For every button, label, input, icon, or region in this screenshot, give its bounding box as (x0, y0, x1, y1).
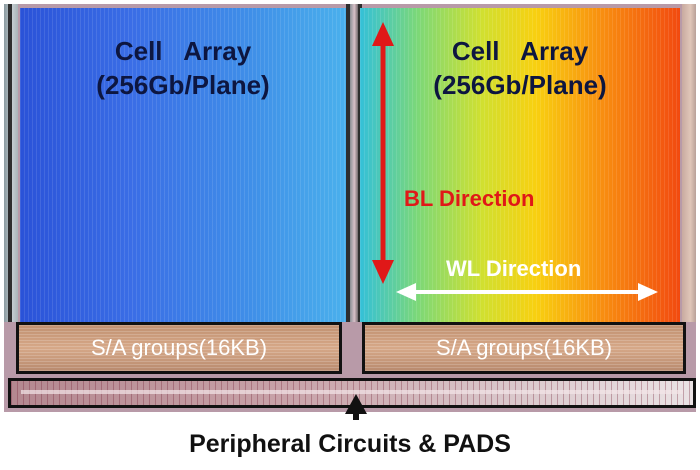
die-photo: Cell Array (256Gb/Plane) Cell Array (256… (4, 4, 696, 412)
bl-direction-label: BL Direction (404, 186, 535, 211)
cell-array-plane-right: Cell Array (256Gb/Plane) (360, 8, 680, 322)
plane-right-title: Cell Array (451, 36, 589, 66)
left-plane-edge-line (8, 4, 12, 322)
caption-pointer-arrow (345, 394, 367, 420)
plane-right-capacity: (256Gb/Plane) (433, 70, 607, 100)
plane-left-capacity: (256Gb/Plane) (96, 70, 270, 100)
peripheral-trace (21, 390, 683, 394)
divider-line-left (346, 4, 350, 322)
sa-group-right: S/A groups(16KB) (362, 322, 686, 374)
cell-array-plane-left: Cell Array (256Gb/Plane) (20, 8, 346, 322)
plane-left-title: Cell Array (114, 36, 252, 66)
sa-group-left: S/A groups(16KB) (16, 322, 342, 374)
bl-direction-arrow (372, 22, 394, 284)
sa-group-right-label: S/A groups(16KB) (435, 335, 613, 360)
wl-direction-label: WL Direction (446, 256, 582, 281)
peripheral-caption: Peripheral Circuits & PADS (189, 430, 511, 458)
wl-direction-arrow (396, 283, 658, 301)
die-edge-right (682, 4, 696, 322)
sa-group-left-label: S/A groups(16KB) (90, 335, 268, 360)
